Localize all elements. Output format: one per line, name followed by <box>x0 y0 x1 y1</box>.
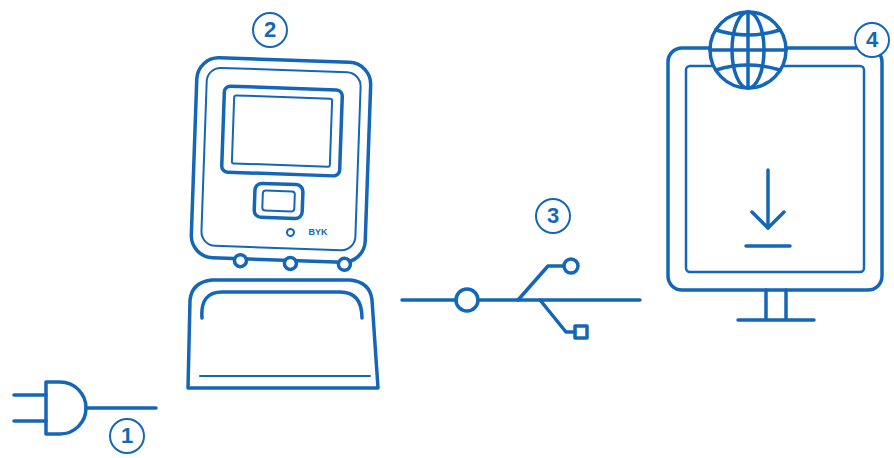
callout-number: 4 <box>854 22 890 58</box>
callout-number: 1 <box>109 418 145 454</box>
measuring-device <box>190 57 371 272</box>
usb-symbol <box>402 259 640 338</box>
monitor <box>668 48 882 320</box>
docking-station <box>188 280 378 388</box>
brand-logo: BYK <box>308 227 327 237</box>
globe <box>710 12 786 88</box>
callout-number: 2 <box>252 12 288 48</box>
callout-number: 3 <box>535 198 571 234</box>
